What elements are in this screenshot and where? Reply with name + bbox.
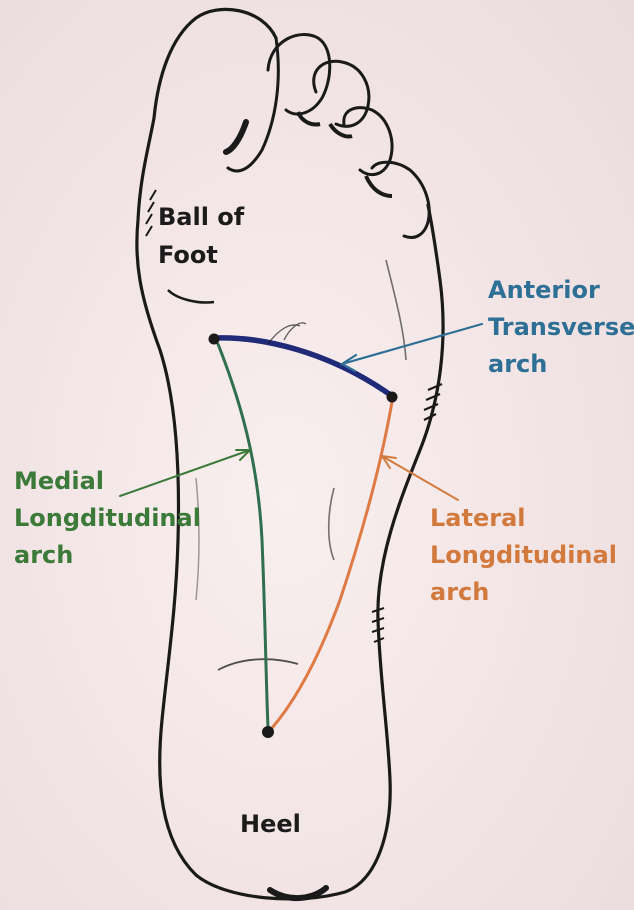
mid-sole-sketch	[327, 487, 335, 561]
heel-bottom-shading	[267, 885, 329, 902]
heel-label-text: Heel	[240, 810, 301, 838]
lateral-label-line-3: arch	[430, 578, 490, 606]
lateral-curve	[385, 259, 407, 361]
heel-sketch	[217, 658, 299, 671]
medial-label-line-2: Longditudinal	[14, 504, 201, 532]
ball-of-foot-label: Ball of Foot	[158, 198, 244, 274]
big-toe-inner-edge	[226, 36, 280, 173]
medial-heel-edge	[195, 477, 200, 601]
anterior-transverse-arch-label: Anterior Transverse arch	[488, 272, 634, 383]
ball-crease	[167, 289, 215, 304]
ball-of-foot-label-line-2: Foot	[158, 241, 218, 269]
anterior-label-line-3: arch	[488, 350, 548, 378]
lateral-label-line-1: Lateral	[430, 504, 526, 532]
toe-3	[312, 59, 371, 128]
toe-shading-3	[364, 175, 393, 198]
medial-longitudinal-arch-line	[216, 342, 270, 730]
lateral-hatching	[423, 382, 443, 421]
toe-5	[370, 160, 431, 239]
lateral-heel-hatching	[371, 607, 385, 643]
heel-anchor-point	[262, 726, 274, 738]
medial-longitudinal-arch-label: Medial Longditudinal arch	[14, 463, 201, 574]
heel-label: Heel	[240, 806, 301, 843]
ball-of-foot-label-line-1: Ball of	[158, 203, 245, 231]
lateral-longitudinal-arch-line	[270, 400, 394, 730]
lateral-pointer-arrow	[379, 454, 459, 501]
foot-outline	[135, 7, 445, 901]
anterior-label-line-2: Transverse	[488, 313, 634, 341]
medial-label-line-3: arch	[14, 541, 74, 569]
toe-2	[266, 33, 332, 116]
lateral-label-line-2: Longditudinal	[430, 541, 617, 569]
medial-label-line-1: Medial	[14, 467, 104, 495]
medial-pointer-arrow	[119, 449, 253, 497]
toe-shading-2	[328, 122, 353, 139]
lateral-longitudinal-arch-label: Lateral Longditudinal arch	[430, 500, 617, 611]
toe-shading-1	[296, 111, 321, 127]
medial-shading	[145, 189, 157, 237]
toe-4	[342, 106, 394, 177]
anterior-pointer-arrow	[339, 322, 484, 373]
lateral-anchor-point	[386, 391, 398, 403]
medial-anchor-point	[208, 333, 220, 345]
anterior-label-line-1: Anterior	[488, 276, 600, 304]
anterior-sketch-loop	[267, 322, 307, 345]
big-toe-crease	[223, 119, 249, 155]
anterior-transverse-arch-line	[211, 335, 395, 399]
